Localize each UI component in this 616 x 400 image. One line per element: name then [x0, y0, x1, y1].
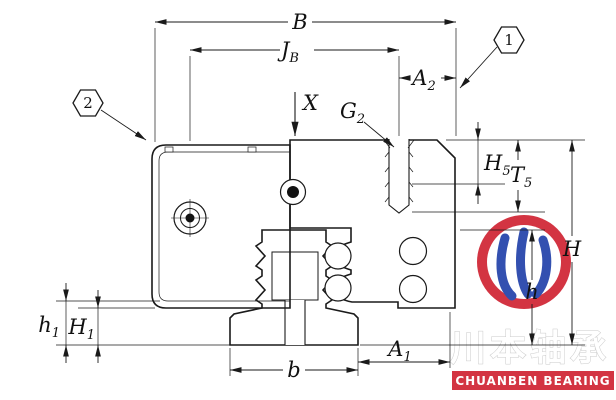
ball-upper	[324, 242, 352, 270]
dim-H5: H5	[412, 122, 585, 204]
thread-marks	[384, 151, 414, 203]
carriage-side-view	[151, 144, 291, 309]
dim-label-G2: G2	[340, 99, 365, 127]
sectioned-screw-hole	[279, 178, 307, 206]
carriage-end-plate-inner-line	[158, 151, 290, 302]
dim-label-bg	[28, 314, 60, 337]
callout-balloon-1: 1	[459, 26, 525, 89]
watermark-brand-cn: 川本轴承	[450, 328, 610, 369]
dim-A1: A1	[358, 312, 451, 368]
dim-label-H1: H1	[67, 315, 95, 343]
hexagon-balloon-icon	[493, 26, 525, 54]
watermark-logo-glyph	[496, 227, 552, 301]
dim-H1: H1	[67, 290, 155, 363]
dim-label-bg	[70, 315, 96, 338]
rail-bolt-counterbore	[271, 251, 319, 301]
dim-label-B: B	[291, 10, 307, 34]
dim-B: B	[154, 10, 457, 142]
balloon-1-number: 1	[504, 31, 514, 49]
dim-A2: A2	[399, 66, 456, 94]
dim-JB: JB	[189, 38, 400, 141]
dim-label-A1: A1	[386, 337, 411, 365]
watermark-brand-en: CHUANBEN BEARING	[455, 374, 610, 388]
mounting-hole	[171, 199, 209, 237]
rail-cross-section	[229, 229, 359, 346]
seal-clip-left	[164, 146, 174, 153]
ball-return-bore-upper	[398, 236, 428, 266]
dim-label-h: h	[525, 280, 539, 304]
dim-h: h	[460, 229, 545, 345]
dim-h1: h1	[28, 283, 232, 363]
dim-label-X: X	[301, 91, 319, 115]
section-plane-X: X	[291, 91, 319, 136]
dim-T5: T5	[412, 140, 545, 213]
hexagon-balloon-icon	[72, 89, 104, 117]
callout-balloon-2: 2	[72, 89, 147, 141]
ball-return-bore-lower	[398, 274, 428, 304]
balloon-2-number: 2	[83, 94, 93, 112]
dim-label-H: H	[562, 237, 582, 261]
dimension-layer: B JB A2 X G2	[28, 10, 585, 382]
carriage-cross-section	[279, 139, 456, 309]
watermark: 川本轴承 CHUANBEN BEARING	[449, 215, 614, 390]
dim-label-H5: H5	[483, 151, 511, 179]
g2-thread-hole	[383, 139, 415, 214]
dim-label-T5: T5	[510, 163, 532, 191]
dim-label-b: b	[287, 358, 300, 382]
dim-label-A2: A2	[410, 66, 435, 94]
dim-G2: G2	[340, 99, 395, 148]
ball-lower	[324, 274, 352, 302]
rail-bolt-channel	[285, 300, 305, 345]
dim-H: H	[360, 140, 585, 346]
seal-clip-right	[247, 146, 257, 153]
dim-b: b	[229, 348, 359, 382]
dim-label-JB: JB	[277, 38, 299, 66]
dim-label-h1: h1	[38, 313, 60, 341]
watermark-brand-strip	[452, 371, 614, 390]
carriage-end-face-outline	[151, 144, 291, 309]
